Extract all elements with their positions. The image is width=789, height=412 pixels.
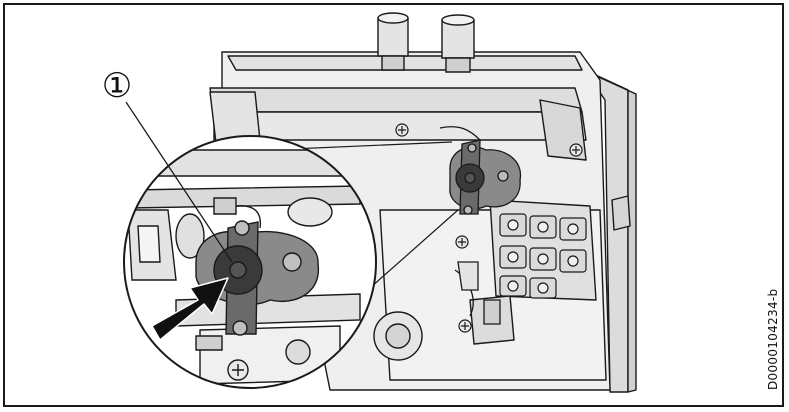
callout-leader-line (125, 101, 233, 263)
magnified-detail (123, 135, 377, 389)
pointer-arrow-icon (151, 277, 229, 341)
document-code: D0000104234-b (766, 288, 780, 390)
terminal-block-icon (499, 213, 587, 299)
water-connection-icon (377, 12, 475, 73)
thermal-cutout-icon (449, 139, 522, 215)
screw-icon (395, 123, 583, 333)
callout-number: ① (101, 66, 133, 106)
wiring (439, 126, 501, 325)
